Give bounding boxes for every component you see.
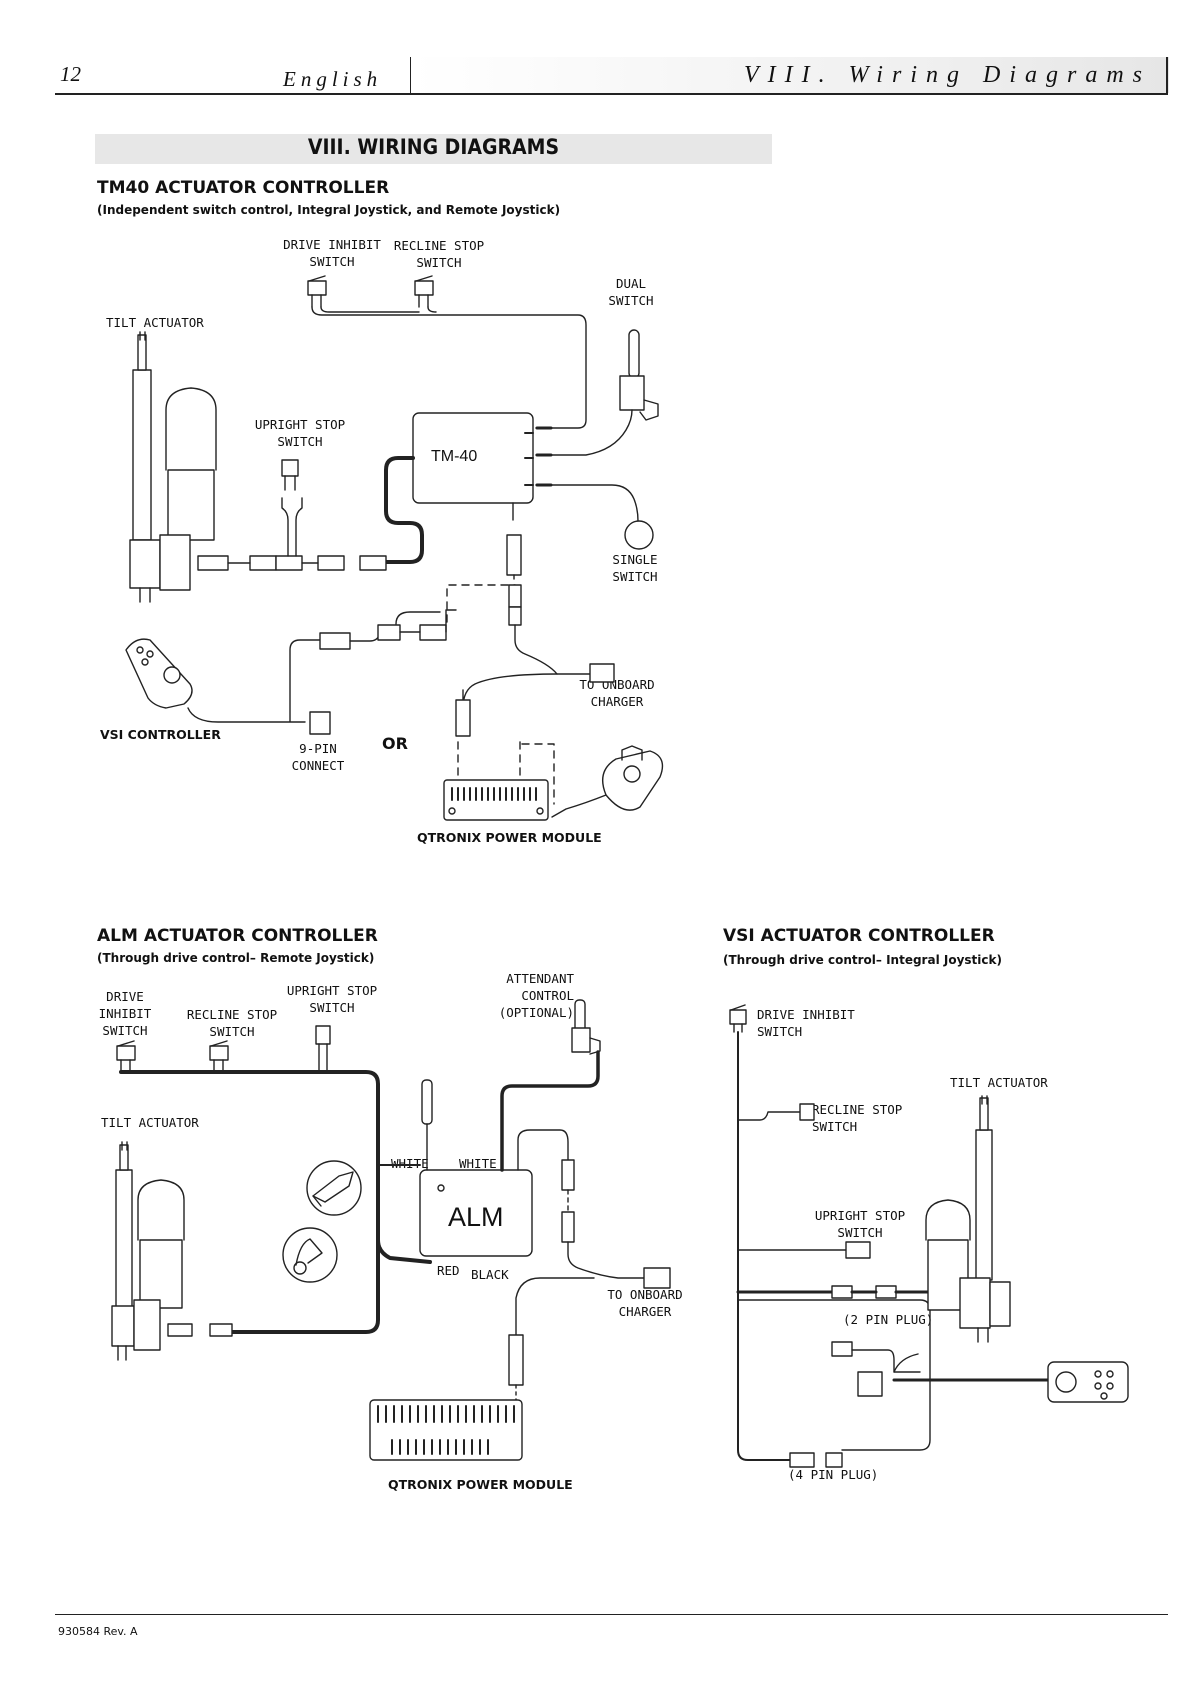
tm40-vsi-joystick [125,638,193,709]
page-number: 12 [60,62,81,86]
banner-title: VIII. WIRING DIAGRAMS [307,135,560,159]
vsi-drive-inhibit-switch [729,1009,747,1025]
alm-box-label: ALM [448,1202,504,1232]
alm-diagram: ALM [111,999,671,1461]
vsi-four-pin-label: (4 PIN PLUG) [788,1467,879,1482]
tm40-upright-stop-connectors [227,459,387,571]
alm-title: ALM ACTUATOR CONTROLLER [97,926,378,946]
seat-icon [306,1160,362,1216]
tm40-vsi-controller-label: VSI CONTROLLER [100,727,221,742]
tm40-diagram: TM-40 [125,275,664,821]
vsi-integral-joystick [1047,1361,1129,1403]
tm40-integral-joystick [551,745,664,818]
header-right-edge [1166,57,1168,93]
alm-qtronix-label: QTRONIX POWER MODULE [388,1477,573,1492]
vsi-tilt-actuator [925,1095,1011,1343]
tm40-subtitle: (Independent switch control, Integral Jo… [97,203,561,217]
tm40-qtronix-label: QTRONIX POWER MODULE [417,830,602,845]
alm-white-left-label: WHITE [391,1156,429,1171]
alm-white-right-label: WHITE [459,1156,497,1171]
tm40-charger-plug [589,663,615,683]
alm-red-label: RED [437,1263,460,1278]
tm40-recline-stop-switch [414,275,434,308]
language-label: English [283,67,383,91]
vsi-title: VSI ACTUATOR CONTROLLER [723,926,995,946]
vsi-upright-stop-switch [845,1241,871,1259]
alm-drive-inhibit-switch [116,1045,136,1061]
vsi-recline-stop-switch [799,1103,815,1121]
alm-tilt-actuator-label: TILT ACTUATOR [101,1115,199,1130]
or-label: OR [382,734,408,753]
header-band [412,57,1169,93]
header-separator [410,57,411,93]
vsi-four-pin-plug [789,1452,815,1468]
alm-black-label: BLACK [471,1267,509,1282]
tm40-box-label: TM-40 [431,448,477,465]
alm-box [419,1169,533,1257]
header-section-title: VIII. Wiring Diagrams [744,62,1151,88]
vsi-two-pin-label: (2 PIN PLUG) [843,1312,934,1327]
alm-attendant-control [571,999,601,1055]
alm-upright-stop-switch [315,1025,331,1045]
tm40-title: TM40 ACTUATOR CONTROLLER [97,178,390,198]
tm40-drive-inhibit-switch [307,275,327,308]
footer-rule [55,1614,1168,1615]
alm-recline-stop-switch [209,1045,229,1061]
wheelchair-icon [282,1227,338,1283]
alm-subtitle: (Through drive control– Remote Joystick) [97,951,375,965]
alm-charger-plug [643,1267,671,1289]
tm40-single-switch [624,520,654,550]
alm-tilt-actuator [111,1141,233,1361]
tm40-tilt-actuator [129,331,229,603]
tm40-dual-switch [619,329,659,421]
footer-doc-number: 930584 Rev. A [58,1625,138,1638]
tm40-qtronix-module [443,741,555,821]
alm-qtronix-module [369,1399,523,1461]
header-rule [55,93,1168,95]
section-banner [95,134,772,164]
vsi-tilt-actuator-label: TILT ACTUATOR [950,1075,1048,1090]
tm40-tilt-actuator-label: TILT ACTUATOR [106,315,204,330]
vsi-diagram [729,1004,1129,1468]
vsi-subtitle: (Through drive control– Integral Joystic… [723,953,1002,967]
